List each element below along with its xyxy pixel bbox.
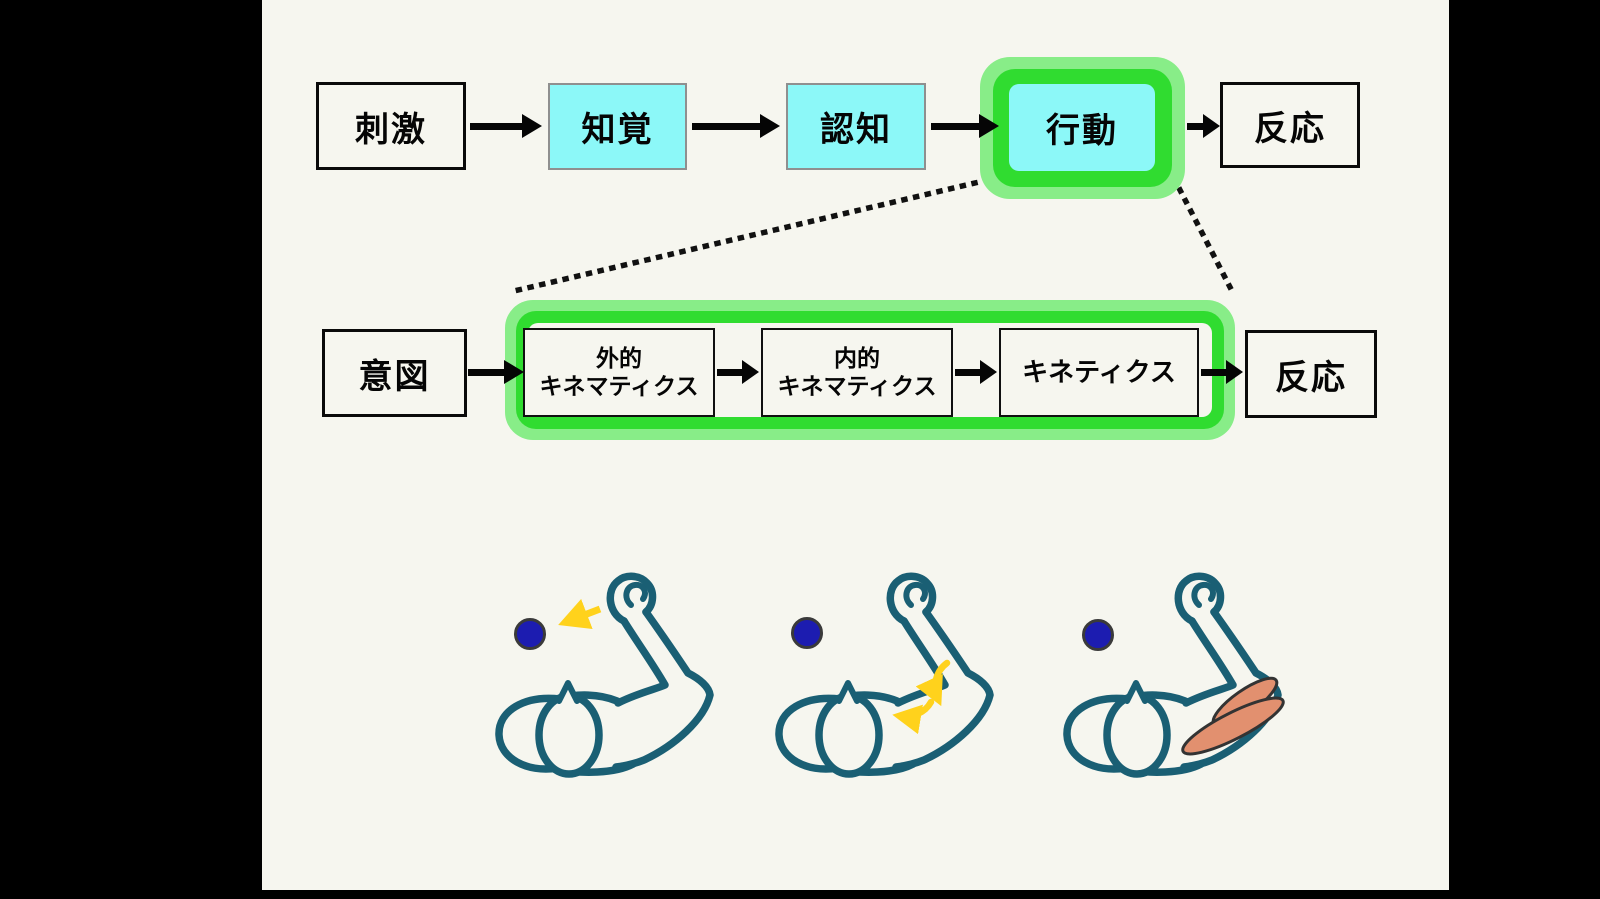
box-cognition-label: 認知 [820,111,892,149]
arrow-shaft [468,368,504,376]
flow-arrow-icon [931,114,999,138]
box-internal-kinematics: 内的 キネマティクス [761,328,953,417]
lower-arm-muscle-icon [1181,696,1285,756]
box-perception-label: 知覚 [581,111,654,149]
hand-to-target-arrow-icon [558,598,602,630]
box-kinetics-line1: キネティクス [1022,356,1176,387]
box-external-kinematics: 外的 キネマティクス [523,328,715,417]
arrow-shaft [717,368,742,376]
flow-arrow-icon [717,360,759,384]
box-cognition: 認知 [786,83,926,170]
box-intent: 意図 [322,329,467,417]
arrow-head [979,114,999,138]
flow-arrow-icon [470,114,542,138]
box-perception: 知覚 [548,83,687,170]
arrow-head [1226,360,1243,384]
flow-arrow-icon [955,360,997,384]
target-dot [514,618,546,650]
person-top-view-outline [499,576,710,774]
flow-arrow-icon [692,114,780,138]
box-external-kinematics-line2: キネマティクス [539,372,699,399]
box-internal-kinematics-line2: キネマティクス [777,372,937,399]
person-top-view-outline [779,576,990,774]
arrow-shaft [692,122,760,130]
arrow-head [522,114,542,138]
arrow-shaft [931,122,979,130]
box-response-detail-label: 反応 [1275,358,1347,397]
flow-arrow-icon [1201,360,1243,384]
box-response-top: 反応 [1220,82,1360,168]
box-response-top-label: 反応 [1254,109,1326,148]
box-response-detail: 反応 [1245,330,1377,418]
box-action-label: 行動 [1046,112,1118,150]
person-top-view-outline [1067,576,1278,774]
target-dot [1082,619,1114,651]
arrow-shaft [1201,368,1226,376]
arrow-head [742,360,759,384]
reaching-arm-joint-rotation-arrows-figure [740,552,1040,782]
shoulder-rotation-arrow-icon [892,698,935,735]
dotted-line-left [510,179,979,295]
arrow-shaft [955,368,980,376]
box-internal-kinematics-line1: 内的 [834,344,880,371]
target-dot [791,617,823,649]
flow-arrow-icon [468,360,524,384]
arrow-head [1203,114,1220,138]
box-action: 行動 [1009,84,1155,171]
box-intent-label: 意図 [358,357,431,396]
box-kinetics: キネティクス [999,328,1199,417]
reaching-arm-target-arrow-figure [460,552,760,782]
box-external-kinematics-line1: 外的 [596,344,642,371]
slide-canvas: 刺激 知覚 認知 行動 反応 意図 外的 [262,0,1449,890]
dotted-connector-lines [510,179,1236,295]
box-stimulus: 刺激 [316,82,466,170]
elbow-rotation-arrow-icon [915,659,951,707]
reaching-arm-muscle-activation-figure [1028,552,1285,782]
arrow-head [760,114,780,138]
dotted-line-right [1176,186,1236,295]
arrow-shaft [470,122,522,130]
box-stimulus-label: 刺激 [355,110,427,149]
arrow-shaft [1187,122,1203,130]
arrow-head [504,360,524,384]
flow-arrow-icon [1187,114,1220,138]
arrow-head [980,360,997,384]
